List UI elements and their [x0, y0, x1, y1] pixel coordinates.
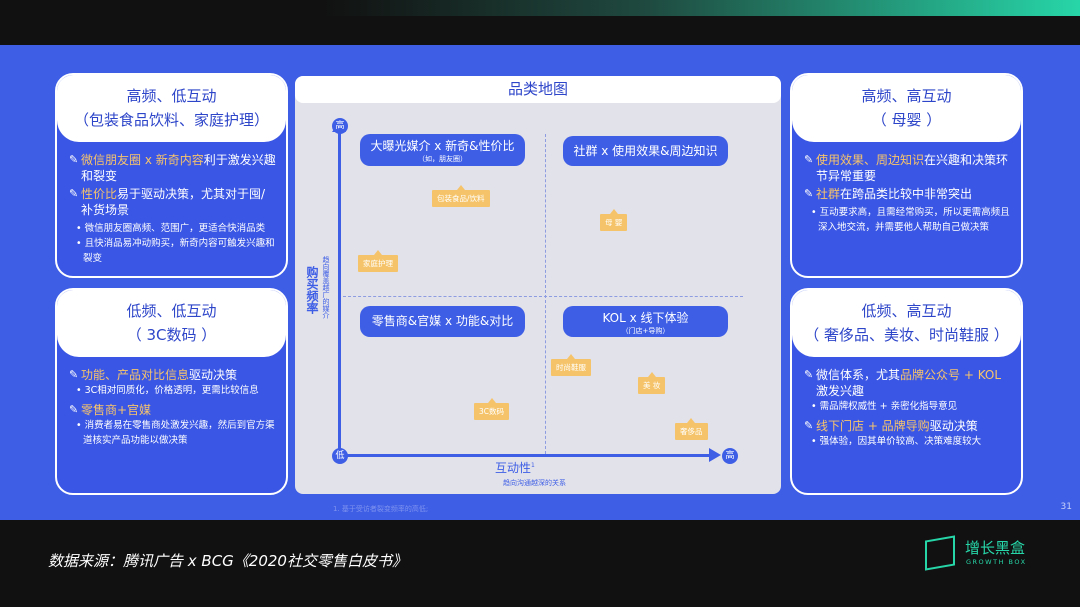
logo-subtext: GROWTH BOX: [966, 558, 1027, 566]
sub-point: • 强体验，因其单价较高、决策难度较大: [811, 436, 982, 447]
category-map-panel: 品类地图 高 低 高 购买频率 趋向覆盖越广的媒介 互动性1 趋向沟通越深的关系…: [295, 76, 781, 494]
y-high-marker: 高: [332, 118, 348, 134]
tag-fashion: 时尚鞋服: [551, 354, 591, 376]
point-text: 在跨品类比较中非常突出: [840, 187, 973, 201]
sub-point: • 需品牌权威性 + 亲密化指导意见: [811, 401, 958, 412]
point-text: 易于驱动决策，尤其对于囤/补货场景: [81, 187, 266, 217]
card-subtitle: （包装食品饮料、家庭护理）: [73, 111, 269, 129]
sub-point: • 微信朋友圈高频、范围广，更适合快消品类: [76, 223, 266, 234]
quadrant-high-freq-low-int: 大曝光媒介 x 新奇&性价比 （如，朋友圈）: [360, 134, 525, 166]
highlight: 零售商+官媒: [81, 403, 152, 417]
highlight: 使用效果、周边知识: [816, 153, 925, 167]
highlight: 性价比: [81, 187, 118, 201]
quadrant-sublabel: （门店+导购）: [621, 327, 670, 335]
sub-point: • 互动要求高，且需经常购买，所以更需高频且深入地交流，并需要他人帮助自己做决策: [811, 207, 1010, 233]
map-title: 品类地图: [295, 76, 781, 103]
y-axis-sublabel: 趋向覆盖越广的媒介: [322, 256, 330, 319]
top-bar: [0, 0, 1080, 45]
vertical-divider: [545, 134, 546, 454]
data-source: 数据来源：腾讯广告 x BCG《2020社交零售白皮书》: [48, 552, 407, 570]
pen-icon: ✎: [804, 419, 814, 432]
tag-cosmetics: 美 妆: [638, 372, 666, 394]
card-subtitle: （ 母婴 ）: [871, 111, 942, 129]
highlight: 品牌公众号 + KOL: [900, 368, 1002, 382]
card-title: 低频、低互动: [126, 302, 217, 320]
sub-point: • 3C相对同质化，价格透明，更需比较信息: [76, 385, 259, 396]
logo-text: 增长黑盒: [965, 539, 1026, 557]
tag-luxury: 奢侈品: [675, 418, 708, 440]
tag-3c-digital: 3C数码: [474, 398, 510, 420]
footer: 数据来源：腾讯广告 x BCG《2020社交零售白皮书》 增长黑盒 GROWTH…: [0, 520, 1080, 607]
card-title: 高频、高互动: [861, 87, 952, 105]
quadrant-high-freq-high-int: 社群 x 使用效果&周边知识: [563, 136, 728, 166]
card-high-freq-high-interaction: 高频、高互动（ 母婴 ） ✎使用效果、周边知识在兴趣和决策环节异常重要 ✎社群在…: [790, 73, 1023, 278]
origin-low-marker: 低: [332, 448, 348, 464]
point-text: 驱动决策: [929, 419, 978, 433]
highlight: 线下门店 + 品牌导购: [816, 419, 930, 433]
highlight: 社群: [816, 187, 841, 201]
footnote: 1. 基于受访者裂变频率的高低;: [333, 505, 429, 513]
point-text: 微信体系，尤其: [816, 368, 901, 382]
quadrant-low-freq-low-int: 零售商&官媒 x 功能&对比: [360, 306, 525, 337]
card-title: 高频、低互动: [126, 87, 217, 105]
pen-icon: ✎: [69, 153, 79, 166]
quadrant-low-freq-high-int: KOL x 线下体验 （门店+导购）: [563, 306, 728, 337]
horizontal-divider: [343, 296, 743, 297]
x-axis: [341, 454, 711, 457]
point-text: 驱动决策: [189, 368, 238, 382]
x-axis-sublabel: 趋向沟通越深的关系: [503, 479, 566, 487]
pen-icon: ✎: [804, 153, 814, 166]
page-number: 31: [1060, 502, 1072, 512]
x-axis-label-text: 互动性: [495, 461, 532, 475]
card-low-freq-high-interaction: 低频、高互动（ 奢侈品、美妆、时尚鞋服 ） ✎微信体系，尤其品牌公众号 + KO…: [790, 288, 1023, 495]
point-text: 在兴趣和决策环节异常重要: [816, 153, 1009, 183]
arrow-right-icon: [709, 448, 721, 462]
pen-icon: ✎: [69, 403, 79, 416]
card-subtitle: （ 奢侈品、美妆、时尚鞋服 ）: [804, 326, 1009, 344]
tag-home-care: 家庭护理: [358, 250, 398, 272]
highlight: 微信朋友圈 x 新奇内容: [81, 153, 204, 167]
quadrant-label: KOL x 线下体验: [602, 311, 689, 325]
highlight: 功能、产品对比信息: [81, 368, 190, 382]
sub-point: • 消费者易在零售商处激发兴趣，然后到官方渠道核实产品功能以做决策: [76, 420, 275, 446]
x-axis-label: 互动性1: [495, 459, 535, 476]
pen-icon: ✎: [804, 187, 814, 200]
pen-icon: ✎: [69, 368, 79, 381]
pen-icon: ✎: [69, 187, 79, 200]
growth-box-logo-icon: [925, 535, 955, 571]
accent-gradient: [0, 0, 1080, 16]
card-subtitle: （ 3C数码 ）: [126, 326, 217, 344]
x-high-marker: 高: [722, 448, 738, 464]
footnote-ref: 1: [531, 462, 535, 469]
tag-mother-baby: 母 婴: [600, 209, 628, 231]
y-axis-label: 购买频率: [305, 266, 319, 314]
y-axis: [338, 130, 341, 456]
card-low-freq-low-interaction: 低频、低互动（ 3C数码 ） ✎功能、产品对比信息驱动决策 • 3C相对同质化，…: [55, 288, 288, 495]
card-title: 低频、高互动: [861, 302, 952, 320]
sub-point: • 且快消品易冲动购买，新奇内容可触发兴趣和裂变: [76, 238, 275, 264]
tag-packaged-food: 包装食品/饮料: [432, 185, 490, 207]
quadrant-sublabel: （如，朋友圈）: [418, 155, 467, 163]
point-text: 利于激发兴趣和裂变: [81, 153, 276, 183]
card-high-freq-low-interaction: 高频、低互动（包装食品饮料、家庭护理） ✎微信朋友圈 x 新奇内容利于激发兴趣和…: [55, 73, 288, 278]
pen-icon: ✎: [804, 368, 814, 381]
quadrant-label: 大曝光媒介 x 新奇&性价比: [370, 139, 515, 153]
point-text: 激发兴趣: [816, 384, 865, 398]
